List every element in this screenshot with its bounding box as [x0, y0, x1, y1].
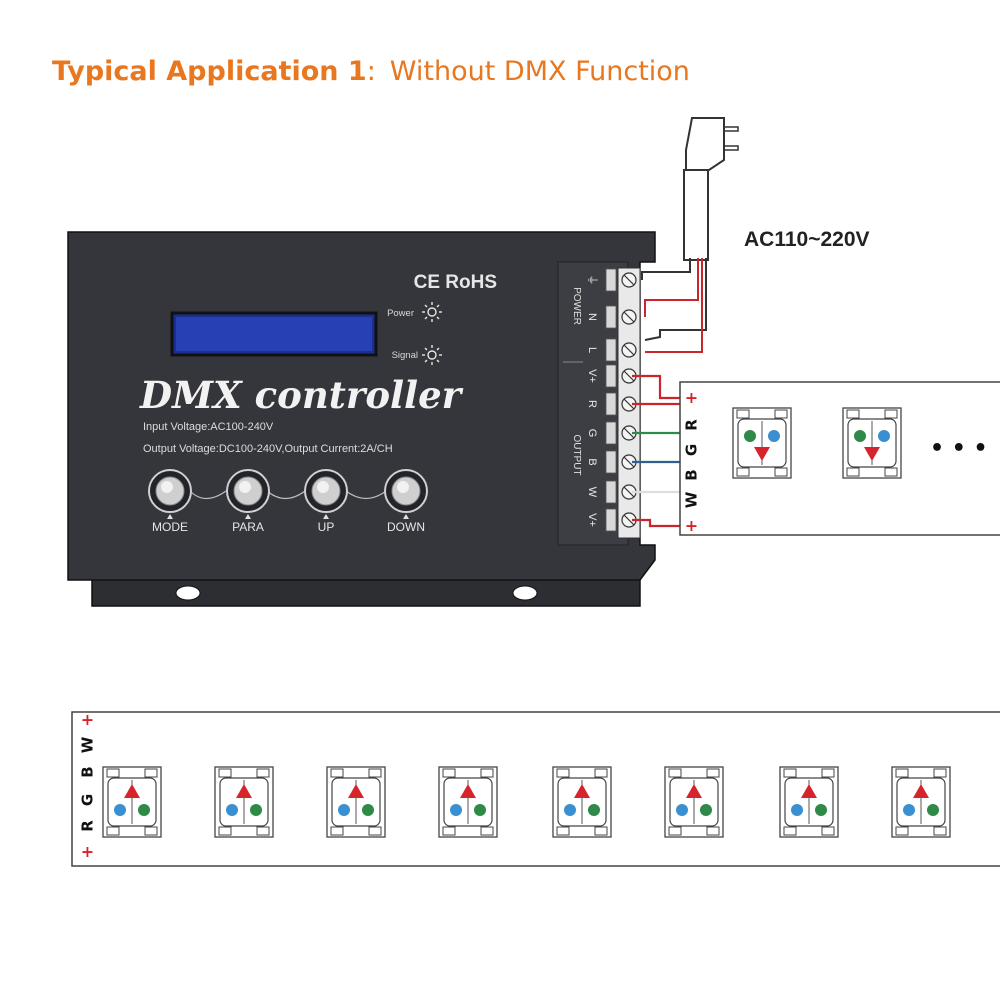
output-wires [632, 374, 680, 528]
signal-led-icon [422, 345, 442, 365]
controller-button-down[interactable]: DOWN [384, 469, 428, 534]
strip-continuation-dots: • • • [930, 436, 988, 461]
terminal-label: G [586, 429, 598, 438]
strip-pin-label: + [78, 713, 97, 726]
output-terminal: V+ [586, 508, 637, 532]
controller-buttons: MODE PARA UP DOWN [148, 469, 428, 534]
terminal-label: R [586, 400, 598, 408]
led-strip-bottom: + W B G R + [71, 711, 1000, 867]
controller-title: DMX controller [139, 373, 464, 417]
power-terminal: ⏚ [586, 268, 637, 292]
terminal-label: V+ [586, 513, 598, 527]
power-group-label: POWER [571, 287, 582, 325]
terminal-label: L [586, 347, 598, 353]
button-label: PARA [232, 520, 264, 534]
power-led-icon [422, 302, 442, 322]
strip-pin-label: R [683, 419, 701, 431]
led-chip-icon [102, 766, 162, 838]
input-voltage-spec: Input Voltage:AC100-240V [143, 421, 274, 433]
heading-rest: Without DMX Function [389, 56, 690, 87]
terminal-label: N [586, 313, 598, 321]
strip-pin-label: B [683, 469, 701, 480]
led-chip-icon [664, 766, 724, 838]
button-label: UP [318, 520, 335, 534]
strip-pin-label: B [79, 766, 97, 777]
output-group-label: OUTPUT [571, 434, 582, 475]
output-terminal: B [586, 450, 637, 474]
ac-voltage-label: AC110~220V [744, 228, 870, 251]
terminal-label: ⏚ [586, 275, 599, 286]
strip-pin-label: + [682, 519, 701, 532]
strip-pin-label: W [683, 491, 701, 508]
strip-pin-label: W [79, 736, 97, 753]
led-chip-icon [732, 407, 792, 479]
strip-pin-label: R [79, 820, 97, 832]
controller-button-up[interactable]: UP [304, 469, 348, 534]
certification-marks: CE RoHS [414, 272, 497, 293]
led-chip-icon [214, 766, 274, 838]
button-label: DOWN [387, 520, 425, 534]
terminal-label: W [586, 487, 598, 498]
power-plug-icon [683, 117, 739, 261]
power-led-label: Power [387, 308, 414, 319]
heading-bold: Typical Application 1 [52, 56, 367, 87]
power-terminal: N [586, 305, 637, 329]
signal-led-label: Signal [392, 350, 418, 361]
led-chip-icon [438, 766, 498, 838]
controller-button-mode[interactable]: MODE [148, 469, 192, 534]
strip-pin-label: + [78, 845, 97, 858]
controller-button-para[interactable]: PARA [226, 469, 270, 534]
output-terminal: R [586, 392, 637, 416]
led-chip-icon [779, 766, 839, 838]
led-chip-icon [891, 766, 951, 838]
output-terminal: V+ [586, 364, 637, 388]
led-strip-top: + R G BW + [679, 381, 1000, 536]
terminal-label: V+ [586, 369, 598, 383]
led-chip-icon [842, 407, 902, 479]
led-chip-icon [552, 766, 612, 838]
heading-separator: : [366, 56, 376, 87]
dmx-controller [67, 231, 656, 607]
output-terminal: W [586, 480, 637, 504]
output-voltage-spec: Output Voltage:DC100-240V,Output Current… [143, 443, 393, 455]
page-heading: Typical Application 1: Without DMX Functi… [52, 56, 690, 87]
button-label: MODE [152, 520, 188, 534]
power-terminal: L [586, 338, 637, 362]
strip-pin-label: G [683, 444, 701, 456]
terminal-block: ⏚ N L V+ R G B W V+ [586, 268, 637, 532]
strip-pin-label: + [682, 391, 701, 404]
strip-pin-label: G [79, 794, 97, 806]
terminal-label: B [586, 458, 598, 465]
power-cable [641, 258, 707, 353]
output-terminal: G [586, 421, 637, 445]
led-chip-icon [326, 766, 386, 838]
